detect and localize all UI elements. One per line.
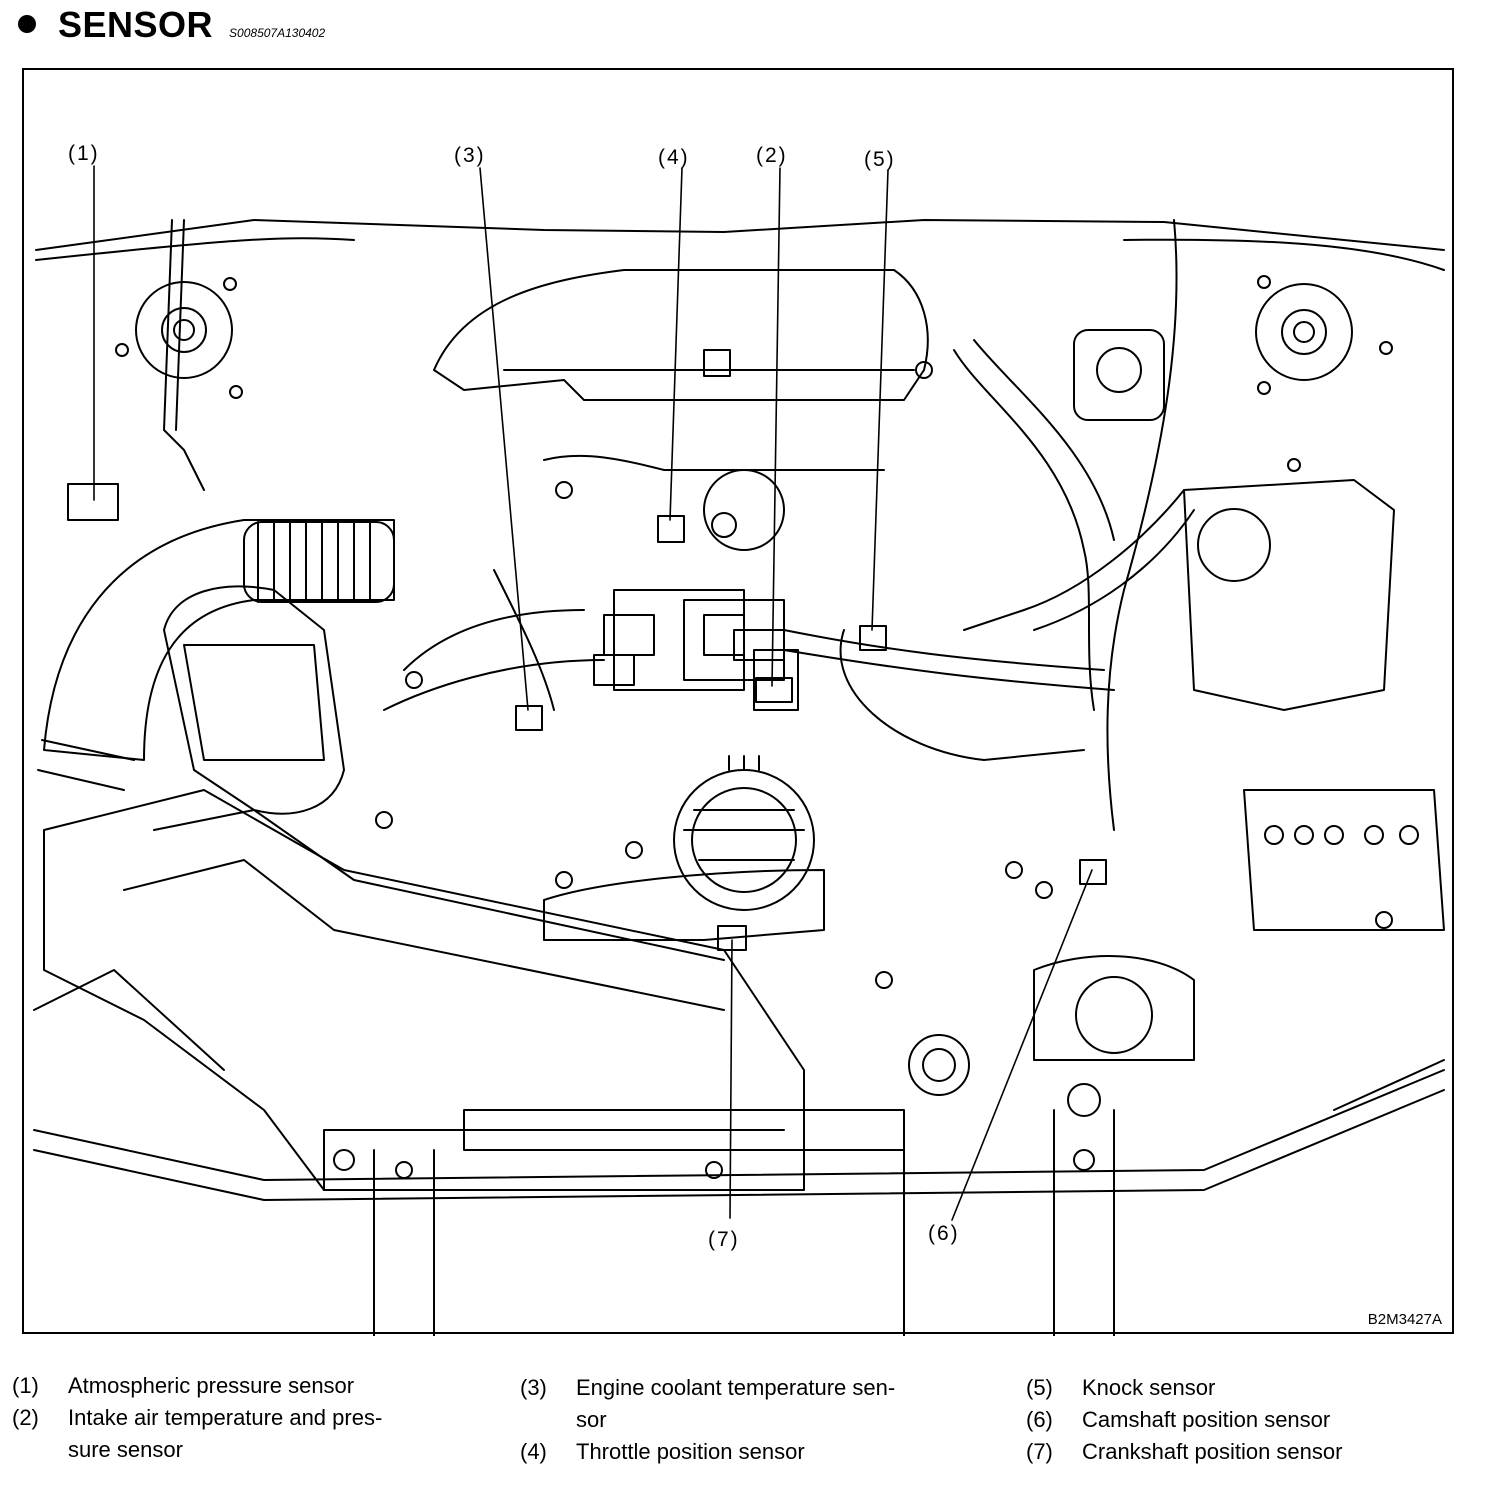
intake-snorkel: [43, 789, 805, 1191]
legend-item-2: (2) Intake air temperature and pres- sur…: [12, 1402, 472, 1466]
legend-number: (3): [520, 1375, 547, 1400]
legend-label: sure sensor: [68, 1437, 183, 1462]
hoses: [163, 219, 1195, 831]
leader-line-2: [771, 167, 781, 687]
legend-label: Engine coolant temperature sen-: [576, 1375, 896, 1400]
camshaft-sensor-marker: [1079, 859, 1107, 885]
section-title: SENSOR: [58, 4, 214, 45]
leader-lines: [93, 165, 1093, 1221]
air-intake-duct: [37, 519, 395, 791]
callout-3: (3): [454, 144, 486, 167]
callout-5: (5): [864, 148, 896, 171]
section-header: SENSOR S008507A130402: [18, 4, 325, 48]
legend-label: Camshaft position sensor: [1082, 1407, 1331, 1432]
alternator: [673, 755, 815, 911]
intake-manifold-cover: [433, 269, 929, 471]
legend-label: Intake air temperature and pres-: [68, 1405, 383, 1430]
callout-4: (4): [658, 146, 690, 169]
legend-number: (2): [12, 1405, 39, 1430]
callout-2: (2): [756, 144, 788, 167]
legend-label: Knock sensor: [1082, 1375, 1216, 1400]
timing-belt-cover: [543, 869, 825, 941]
callout-1: (1): [68, 142, 100, 165]
atmospheric-pressure-sensor-marker: [67, 483, 119, 521]
legend-label: Crankshaft position sensor: [1082, 1439, 1343, 1464]
air-cleaner-box: [163, 585, 345, 815]
sensor-legend: (1) Atmospheric pressure sensor (2) Inta…: [0, 1370, 1504, 1480]
battery: [1243, 789, 1445, 931]
callout-7: (7): [708, 1228, 740, 1251]
coolant-reservoir: [1183, 458, 1395, 711]
leader-line-4: [669, 167, 683, 521]
figure-code: B2M3427A: [1367, 1311, 1442, 1328]
legend-item-3: (3) Engine coolant temperature sen- sor: [520, 1372, 980, 1436]
legend-number: (6): [1026, 1407, 1053, 1432]
legend-number: (7): [1026, 1439, 1053, 1464]
document-id: S008507A130402: [229, 26, 326, 40]
legend-label: Atmospheric pressure sensor: [68, 1373, 355, 1398]
coolant-temp-sensor-marker: [515, 705, 543, 731]
leader-line-5: [871, 169, 889, 631]
crankshaft-sensor-marker: [717, 925, 747, 951]
leader-line-3: [479, 167, 529, 711]
throttle-body: [613, 469, 799, 711]
brake-master-cylinder: [1073, 329, 1165, 421]
engine-bay-drawing: [33, 165, 1445, 1336]
right-strut-tower: [1255, 275, 1393, 395]
left-strut-tower: [115, 277, 243, 399]
leader-line-6: [951, 869, 1093, 1221]
radiator-cap: [908, 1034, 970, 1096]
leader-line-7: [729, 939, 733, 1219]
knock-sensor-marker: [859, 625, 887, 651]
throttle-position-sensor-marker: [657, 515, 685, 543]
washer-tank: [1033, 955, 1195, 1061]
radiator-support: [33, 1069, 1445, 1336]
sensor-markers: [67, 483, 1107, 951]
hood-outline: [35, 219, 1445, 251]
intake-air-sensor-marker: [755, 677, 793, 703]
legend-label: Throttle position sensor: [576, 1439, 805, 1464]
legend-label: sor: [576, 1407, 607, 1432]
callout-6: (6): [928, 1222, 960, 1245]
engine-bay-diagram: (1) (3) (4) (2) (5) (7) (6) B2M3427A: [22, 68, 1454, 1336]
bolts: [375, 361, 1393, 989]
bullet-icon: [18, 15, 36, 33]
legend-number: (4): [520, 1439, 547, 1464]
legend-number: (5): [1026, 1375, 1053, 1400]
legend-number: (1): [12, 1373, 39, 1398]
connector-cluster: [593, 614, 785, 686]
